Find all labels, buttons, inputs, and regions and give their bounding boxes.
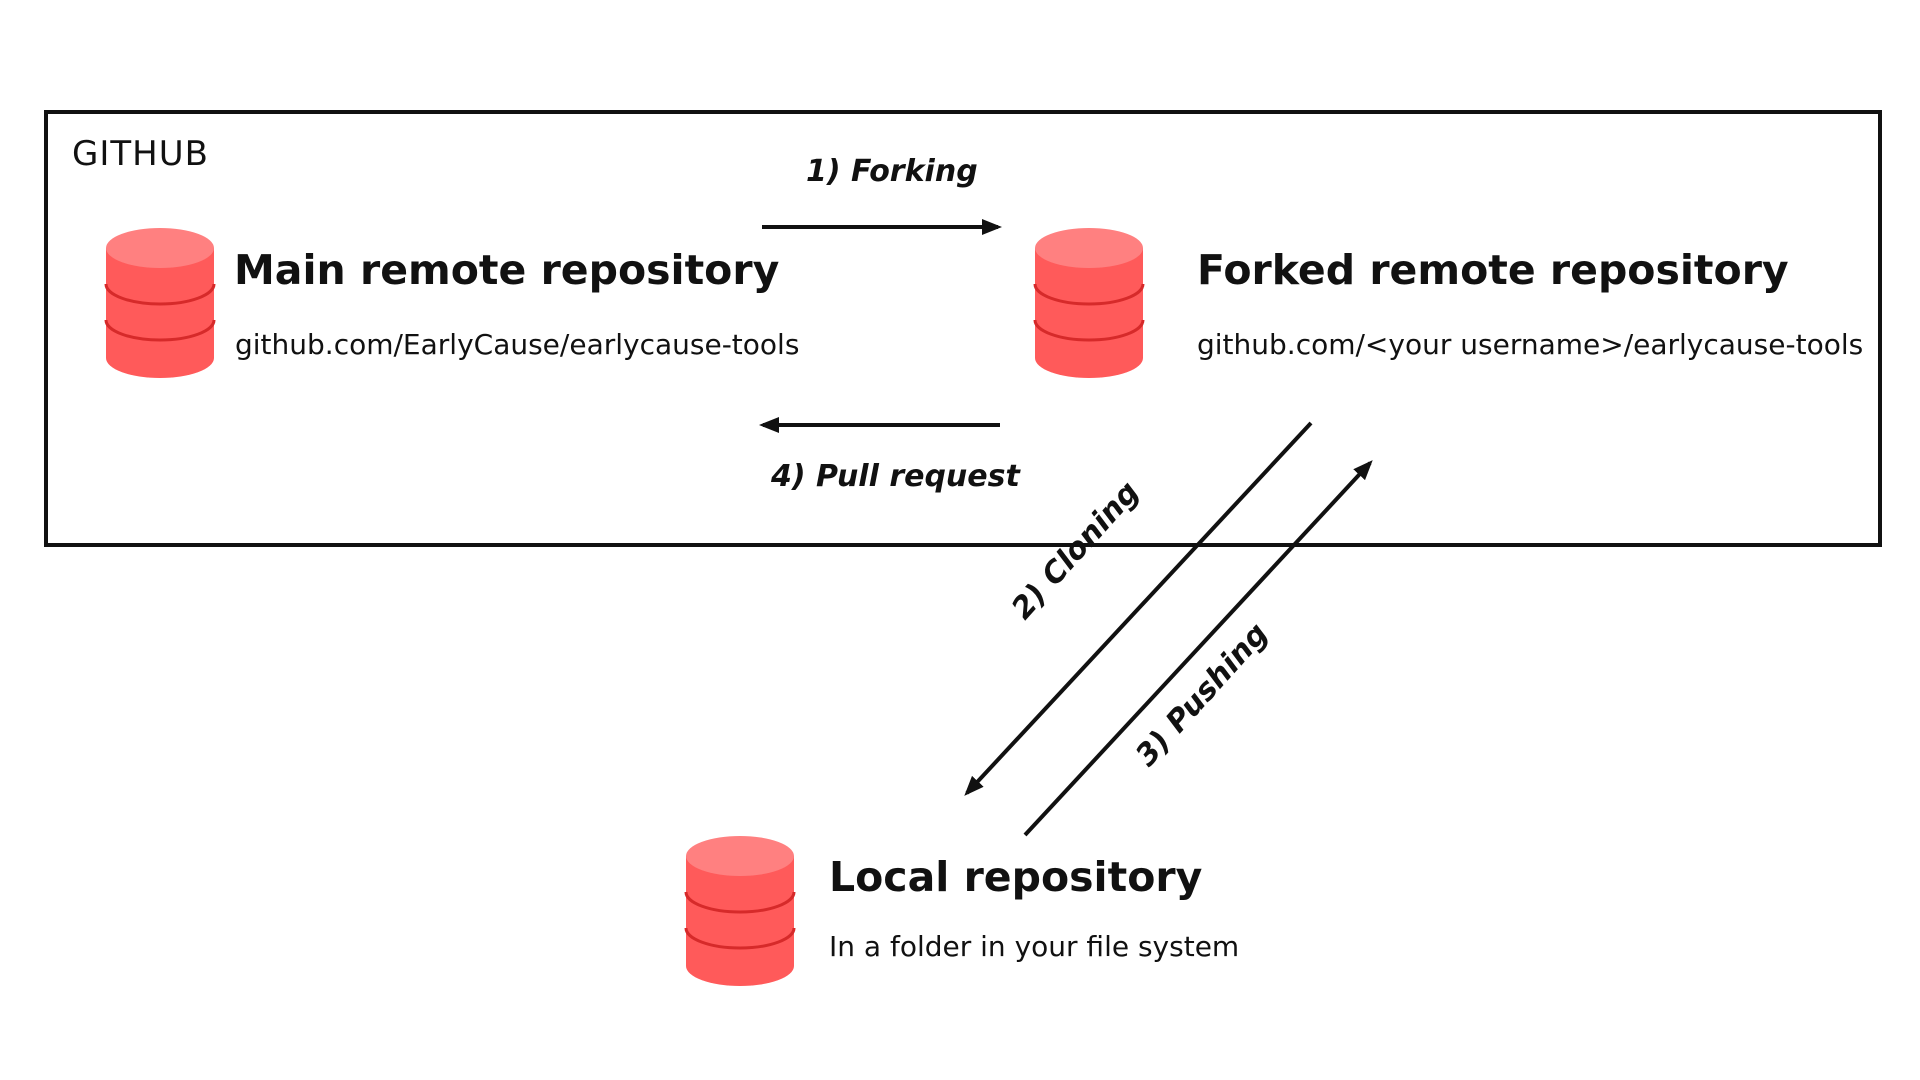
- pushing-arrow: [1023, 460, 1373, 837]
- github-container: [44, 110, 1882, 547]
- main-repo-url: github.com/EarlyCause/earlycause-tools: [235, 328, 800, 361]
- cloning-arrow: [964, 421, 1313, 796]
- github-label: GITHUB: [72, 134, 209, 174]
- local-repo-database-icon: [684, 836, 796, 986]
- pull-request-label: 4) Pull request: [771, 459, 1020, 494]
- main-repo-title: Main remote repository: [234, 246, 780, 294]
- local-repo-title: Local repository: [829, 853, 1203, 901]
- forking-label: 1) Forking: [806, 154, 978, 189]
- forked-repo-url: github.com/<your username>/earlycause-to…: [1197, 328, 1864, 361]
- main-repo-database-icon: [104, 228, 216, 378]
- forked-repo-database-icon: [1033, 228, 1145, 378]
- local-repo-subtitle: In a folder in your file system: [829, 930, 1240, 963]
- forked-repo-title: Forked remote repository: [1197, 246, 1789, 294]
